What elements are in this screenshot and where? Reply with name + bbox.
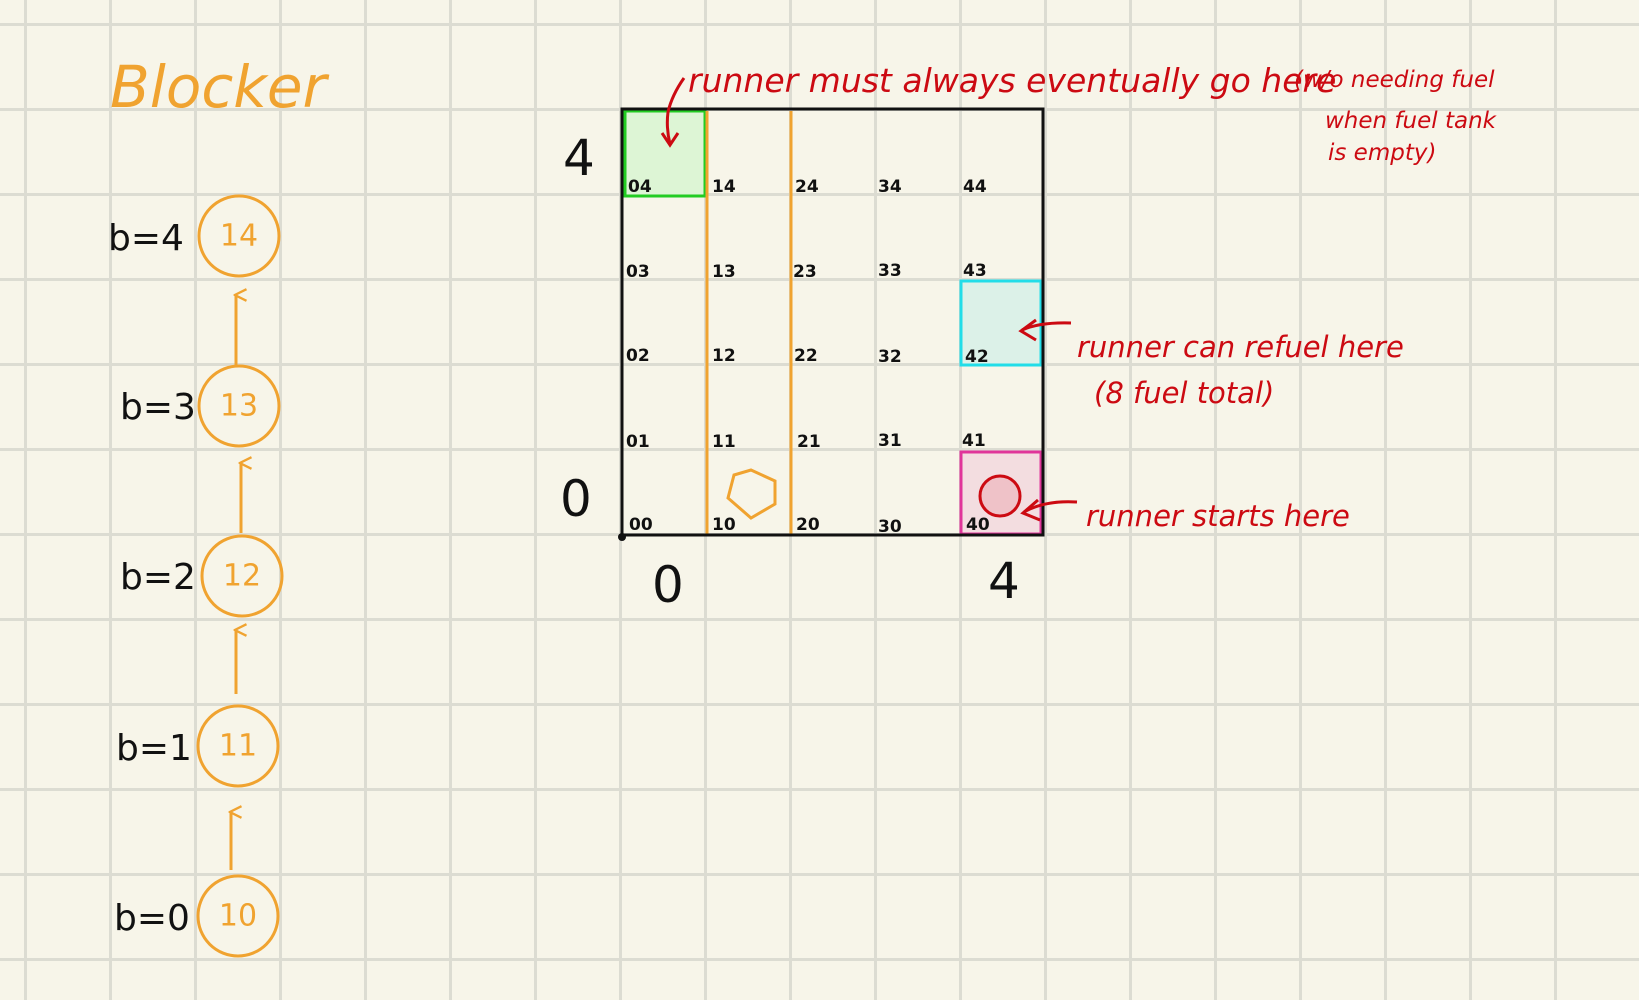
- blocker-state-circle: [197, 364, 281, 448]
- cell-label: 22: [794, 346, 818, 366]
- x-axis-max-label: 4: [988, 552, 1020, 610]
- cell-label: 01: [626, 432, 650, 452]
- refuel-note-line1: runner can refuel here: [1077, 330, 1404, 364]
- blocker-state-label: 13: [220, 389, 258, 424]
- cell-label: 42: [965, 347, 989, 367]
- blocker-state-circle: [196, 874, 280, 958]
- y-axis-max-label: 4: [563, 129, 595, 187]
- blocker-title: Blocker: [110, 53, 330, 121]
- goal-note-line2: (w/o needing fuel: [1294, 67, 1495, 93]
- grid-border: [620, 107, 1045, 537]
- cell-label: 20: [796, 515, 820, 535]
- cell-label: 11: [712, 432, 736, 452]
- cell-label: 12: [712, 346, 736, 366]
- gridworld: 04 14 24 34 44 03 13 23 33 43 02 12 22 3…: [560, 107, 1045, 614]
- blocker-node: b=1 11: [116, 704, 280, 788]
- blocker-state-circle: [197, 194, 281, 278]
- refuel-pointer-arrowhead: [1018, 318, 1037, 342]
- runner-circle: [978, 474, 1022, 518]
- cell-label: 03: [626, 262, 650, 282]
- blocker-b-label: b=1: [116, 728, 192, 769]
- goal-pointer-arrow: [665, 77, 686, 145]
- cell-label: 13: [712, 262, 736, 282]
- goal-note-line1: runner must always eventually go here: [688, 61, 1336, 100]
- y-axis-min-label: 0: [560, 470, 592, 528]
- cell-label: 02: [626, 346, 650, 366]
- cell-label: 10: [712, 515, 736, 535]
- annotations: runner must always eventually go here (w…: [660, 61, 1498, 533]
- cell-label: 00: [629, 515, 653, 535]
- blocker-state-label: 14: [220, 219, 258, 254]
- blocker-node: b=2 12: [120, 534, 284, 618]
- cell-label: 33: [878, 261, 902, 281]
- blocker-state-circle: [200, 534, 284, 618]
- blocker-chain: b=4 14 b=3 13 b=2 12 b=1 11 b=0: [108, 194, 284, 958]
- blocker-b-label: b=2: [120, 557, 196, 598]
- blocker-b-label: b=0: [114, 898, 190, 939]
- refuel-cell-highlight: [959, 279, 1043, 367]
- blocker-node: b=3 13: [120, 364, 281, 448]
- blocker-node: b=4 14: [108, 194, 281, 278]
- blocker-node: b=0 10: [114, 874, 280, 958]
- blocker-state-label: 11: [219, 729, 257, 764]
- origin-dot: [618, 533, 626, 541]
- cell-label: 34: [878, 177, 902, 197]
- goal-note-line3: when fuel tank: [1325, 108, 1498, 134]
- cell-label: 43: [963, 261, 987, 281]
- cell-label: 44: [963, 177, 987, 197]
- start-pointer-arrowhead: [1020, 498, 1041, 522]
- cell-label: 21: [797, 432, 821, 452]
- cell-label: 31: [878, 431, 902, 451]
- refuel-note-line2: (8 fuel total): [1094, 376, 1274, 410]
- blocker-state-circle: [196, 704, 280, 788]
- goal-cell-highlight: [623, 109, 707, 198]
- goal-pointer-arrowhead: [660, 132, 680, 148]
- blocker-pentagon: [726, 468, 777, 520]
- cell-label: 24: [795, 177, 819, 197]
- blocker-b-label: b=4: [108, 218, 184, 259]
- cell-label: 04: [628, 177, 652, 197]
- blocker-b-label: b=3: [120, 387, 196, 428]
- blocker-state-label: 10: [219, 899, 257, 934]
- goal-note-line4: is empty): [1328, 140, 1436, 166]
- blocker-state-label: 12: [223, 559, 261, 594]
- cell-label: 23: [793, 262, 817, 282]
- x-axis-min-label: 0: [652, 556, 684, 614]
- cell-label: 40: [966, 515, 990, 535]
- cell-label: 41: [962, 431, 986, 451]
- cell-label: 30: [878, 517, 902, 537]
- start-note-line1: runner starts here: [1086, 499, 1350, 533]
- cell-label: 14: [712, 177, 736, 197]
- cell-label: 32: [878, 347, 902, 367]
